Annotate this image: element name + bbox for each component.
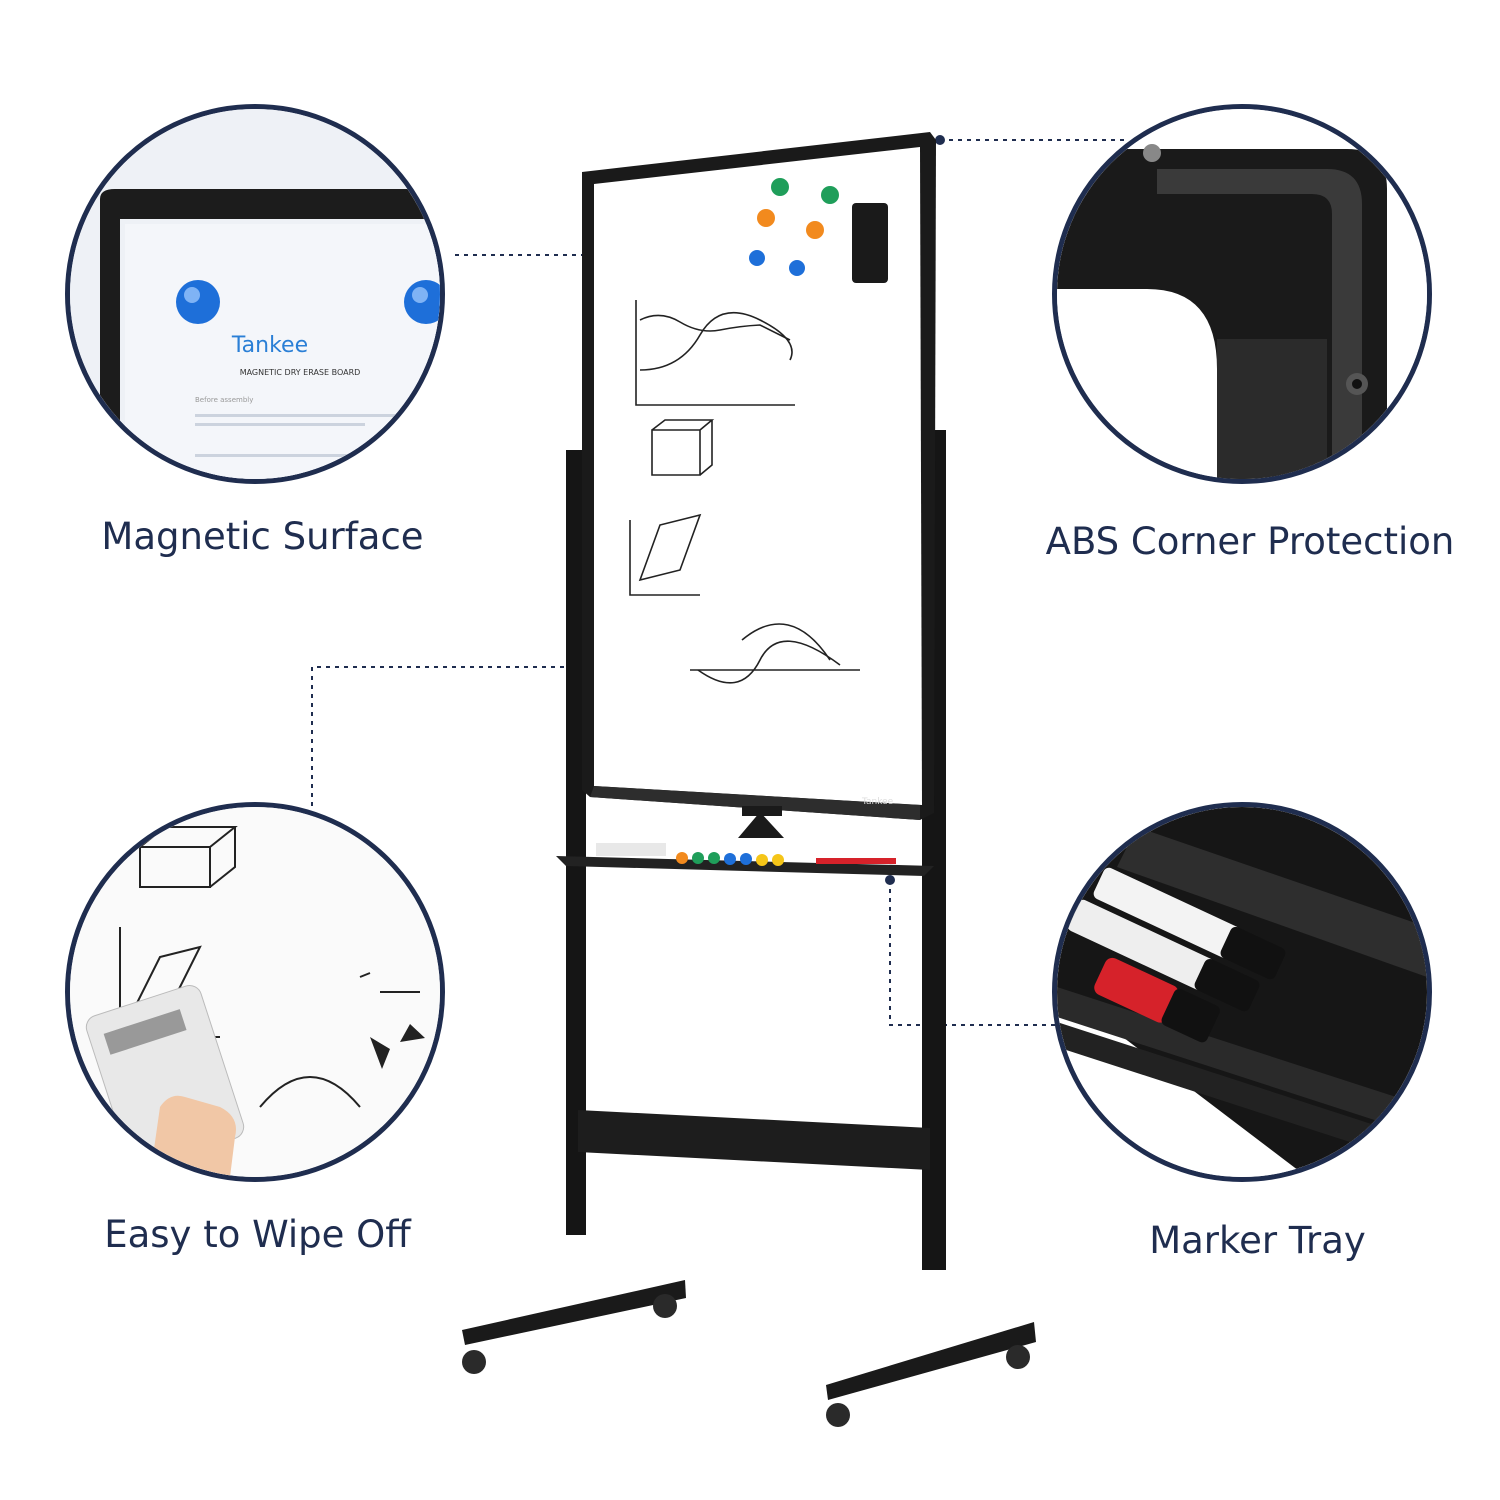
magnetic-surface-label: Magnetic Surface [101,515,424,558]
tray-eraser-icon [596,843,666,856]
abs-corner-illustration [1057,109,1427,479]
board-magnets [749,178,839,276]
fan-drawing-icon [370,1024,425,1069]
screw-icon [1143,144,1161,162]
marker-tray-illustration [1057,807,1427,1177]
hand-icon [150,1095,236,1177]
marker-tray-circle [1052,802,1432,1182]
board-logo: Tankee [861,797,894,807]
board-eraser-icon [852,203,888,283]
abs-corner-circle [1052,104,1432,484]
magnetic-surface-circle: Tankee MAGNETIC DRY ERASE BOARD Before a… [65,104,445,484]
abs-corner-label: ABS Corner Protection [1045,520,1455,563]
white-marker-icon [1093,867,1241,959]
white-marker-icon [1067,899,1215,991]
easy-wipe-illustration [70,807,440,1177]
tray-marker-icon [816,858,896,864]
tankee-logo: Tankee [231,333,308,358]
before-assembly-text: Before assembly [195,396,253,404]
marker-tray-label: Marker Tray [1149,1219,1366,1262]
magnetic-surface-illustration: Tankee MAGNETIC DRY ERASE BOARD Before a… [70,109,440,479]
red-marker-cap-icon [1094,957,1179,1023]
caster-wheels [462,1294,1030,1427]
board-sketches [629,300,860,684]
easy-wipe-circle [65,802,445,1182]
board-subtitle: MAGNETIC DRY ERASE BOARD [240,368,361,377]
tray-magnets [676,852,784,866]
easy-wipe-label: Easy to Wipe Off [104,1213,411,1256]
